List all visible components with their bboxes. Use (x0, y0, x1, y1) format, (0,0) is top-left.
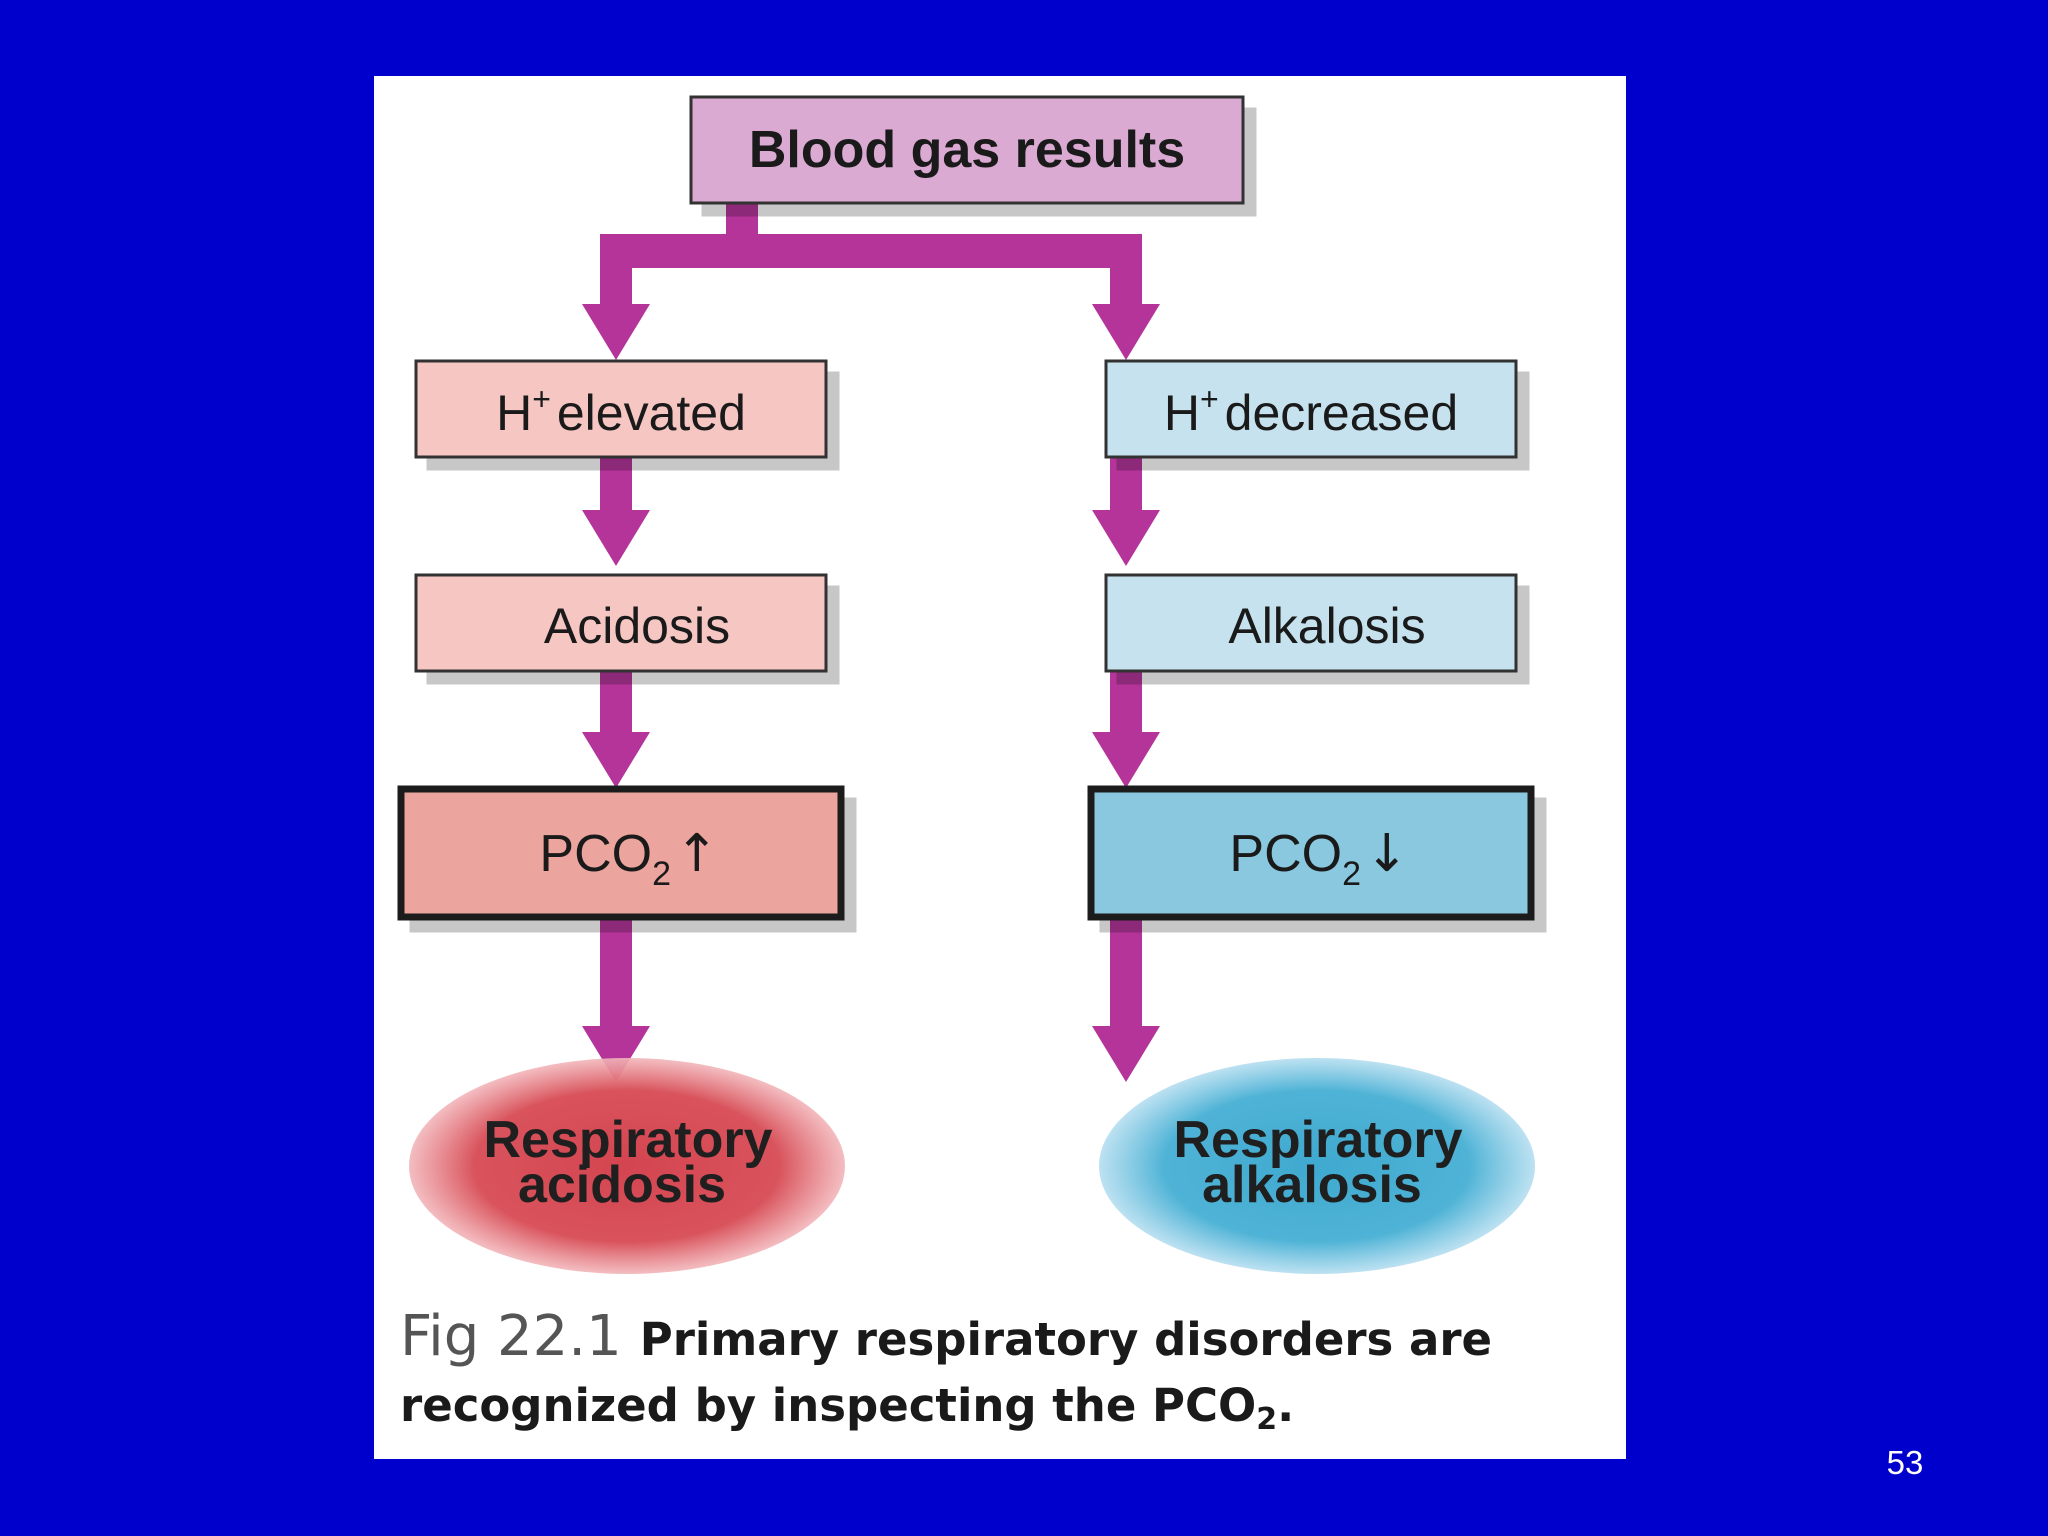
connectors (582, 202, 1160, 1082)
caption-text: Primary respiratory disorders are recogn… (400, 1313, 1493, 1432)
node-root-box (689, 95, 1245, 205)
connector-left-stem-1 (600, 234, 632, 308)
node-h-elevated-box (414, 359, 828, 459)
arrow-head-right-4 (1092, 1026, 1160, 1082)
node-pco2-down (1087, 785, 1535, 921)
connector-right-stem-2 (1110, 456, 1142, 512)
page-number: 53 (1886, 1444, 1924, 1481)
arrow-head-right-2 (1092, 510, 1160, 566)
node-respiratory-acidosis (409, 1058, 845, 1274)
node-h-decreased-label: H+decreased (1164, 381, 1458, 441)
arrow-up-icon: ↑ (675, 824, 719, 884)
node-h-elevated (414, 359, 828, 459)
connector-left-stem-4 (600, 916, 632, 1032)
node-respiratory-acidosis-line1: Respiratory (484, 1111, 773, 1169)
arrow-head-right-3 (1092, 732, 1160, 788)
connector-branch-bar (600, 234, 1142, 268)
node-respiratory-alkalosis-line2: alkalosis (1202, 1156, 1422, 1214)
node-h-decreased-box (1104, 359, 1518, 459)
node-h-decreased (1104, 359, 1518, 459)
node-acidosis-label: Acidosis (544, 598, 730, 654)
connector-left-stem-3 (600, 670, 632, 736)
node-respiratory-alkalosis-line1: Respiratory (1174, 1111, 1463, 1169)
superscript-plus-left: + (532, 381, 551, 417)
arrow-head-left-2 (582, 510, 650, 566)
node-pco2-up-box (397, 785, 845, 921)
node-pco2-down-label: PCO2↓ (1229, 824, 1408, 893)
node-alkalosis-label: Alkalosis (1228, 598, 1425, 654)
flowchart: Blood gas results H+elevated H+decreased… (397, 95, 1535, 1274)
node-blood-gas-results (689, 95, 1245, 205)
figure-panel: Blood gas results H+elevated H+decreased… (374, 76, 1626, 1459)
node-alkalosis (1104, 573, 1518, 673)
node-root-label: Blood gas results (749, 121, 1185, 179)
arrow-head-right-1 (1092, 304, 1160, 360)
arrow-down-icon: ↓ (1365, 824, 1409, 884)
figure-label: Fig 22.1 (400, 1304, 622, 1369)
caption-subscript: 2 (1256, 1402, 1278, 1437)
node-pco2-up (397, 785, 845, 921)
connector-right-stem-4 (1110, 916, 1142, 1032)
connector-root-stem (726, 202, 758, 238)
connector-right-stem-3 (1110, 670, 1142, 736)
connector-left-stem-2 (600, 456, 632, 512)
node-acidosis-box (414, 573, 828, 673)
connector-right-stem-1 (1110, 234, 1142, 308)
arrow-head-left-1 (582, 304, 650, 360)
node-pco2-down-box (1087, 785, 1535, 921)
node-alkalosis-box (1104, 573, 1518, 673)
node-pco2-up-label: PCO2↑ (539, 824, 718, 893)
arrow-head-left-4 (582, 1026, 650, 1082)
superscript-plus-right: + (1200, 381, 1219, 417)
node-respiratory-alkalosis (1099, 1058, 1535, 1274)
arrow-head-left-3 (582, 732, 650, 788)
caption-period: . (1277, 1379, 1295, 1432)
node-h-elevated-label: H+elevated (496, 381, 746, 441)
node-respiratory-acidosis-line2: acidosis (518, 1156, 726, 1214)
node-acidosis (414, 573, 828, 673)
